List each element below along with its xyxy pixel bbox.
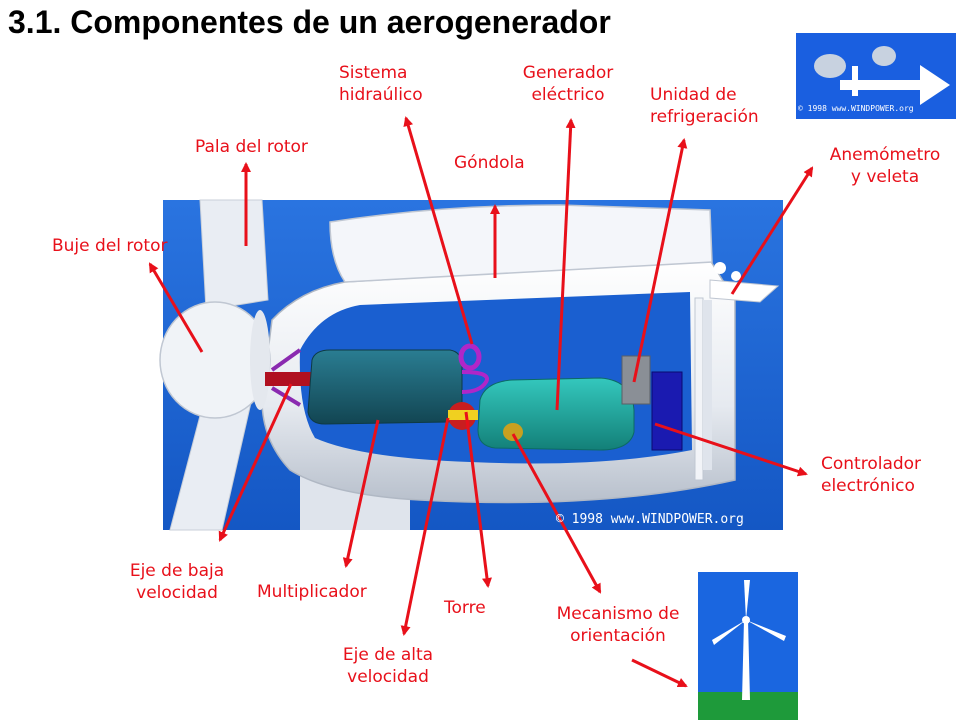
arrow-controlador	[654, 422, 808, 477]
arrow-to-thumbnail	[631, 658, 688, 688]
label-torre: Torre	[444, 598, 486, 618]
page-title: 3.1. Componentes de un aerogenerador	[8, 4, 611, 40]
hub-ring	[250, 310, 270, 410]
gearbox-shape	[307, 349, 463, 425]
label-gondola: Góndola	[454, 153, 525, 173]
arrow-generador-electrico	[555, 118, 576, 411]
label-buje-rotor: Buje del rotor	[52, 236, 168, 256]
controller-shape	[651, 371, 683, 451]
low-speed-shaft-shape	[265, 372, 313, 386]
arrow-eje-alta	[400, 417, 450, 636]
arrow-anemometro	[730, 166, 814, 295]
wind-vane	[709, 279, 780, 303]
nacelle-cover	[329, 204, 713, 283]
arrow-mecanismo	[511, 433, 602, 594]
yaw-mechanism-shape	[503, 423, 523, 441]
hydraulic-system-shape	[458, 343, 482, 371]
label-pala-rotor: Pala del rotor	[195, 137, 308, 157]
cooling-unit-shape	[621, 355, 651, 405]
arrow-buje-rotor	[148, 262, 204, 353]
arrow-unidad-refrigeracion	[632, 138, 688, 383]
generator-shape	[477, 377, 635, 451]
anemometer-mast	[694, 297, 704, 481]
arrow-torre	[464, 411, 492, 588]
label-multiplicador: Multiplicador	[257, 582, 367, 602]
copyright-main: © 1998 www.WINDPOWER.org	[556, 512, 744, 527]
arrow-multiplicador	[342, 419, 380, 568]
copyright-thumbnail: © 1998 www.WINDPOWER.org	[798, 104, 914, 113]
pointer-arrows	[148, 116, 814, 688]
blade-upper	[199, 199, 269, 311]
arrow-eje-baja	[218, 383, 293, 542]
arrow-sistema-hidraulico	[403, 116, 474, 345]
